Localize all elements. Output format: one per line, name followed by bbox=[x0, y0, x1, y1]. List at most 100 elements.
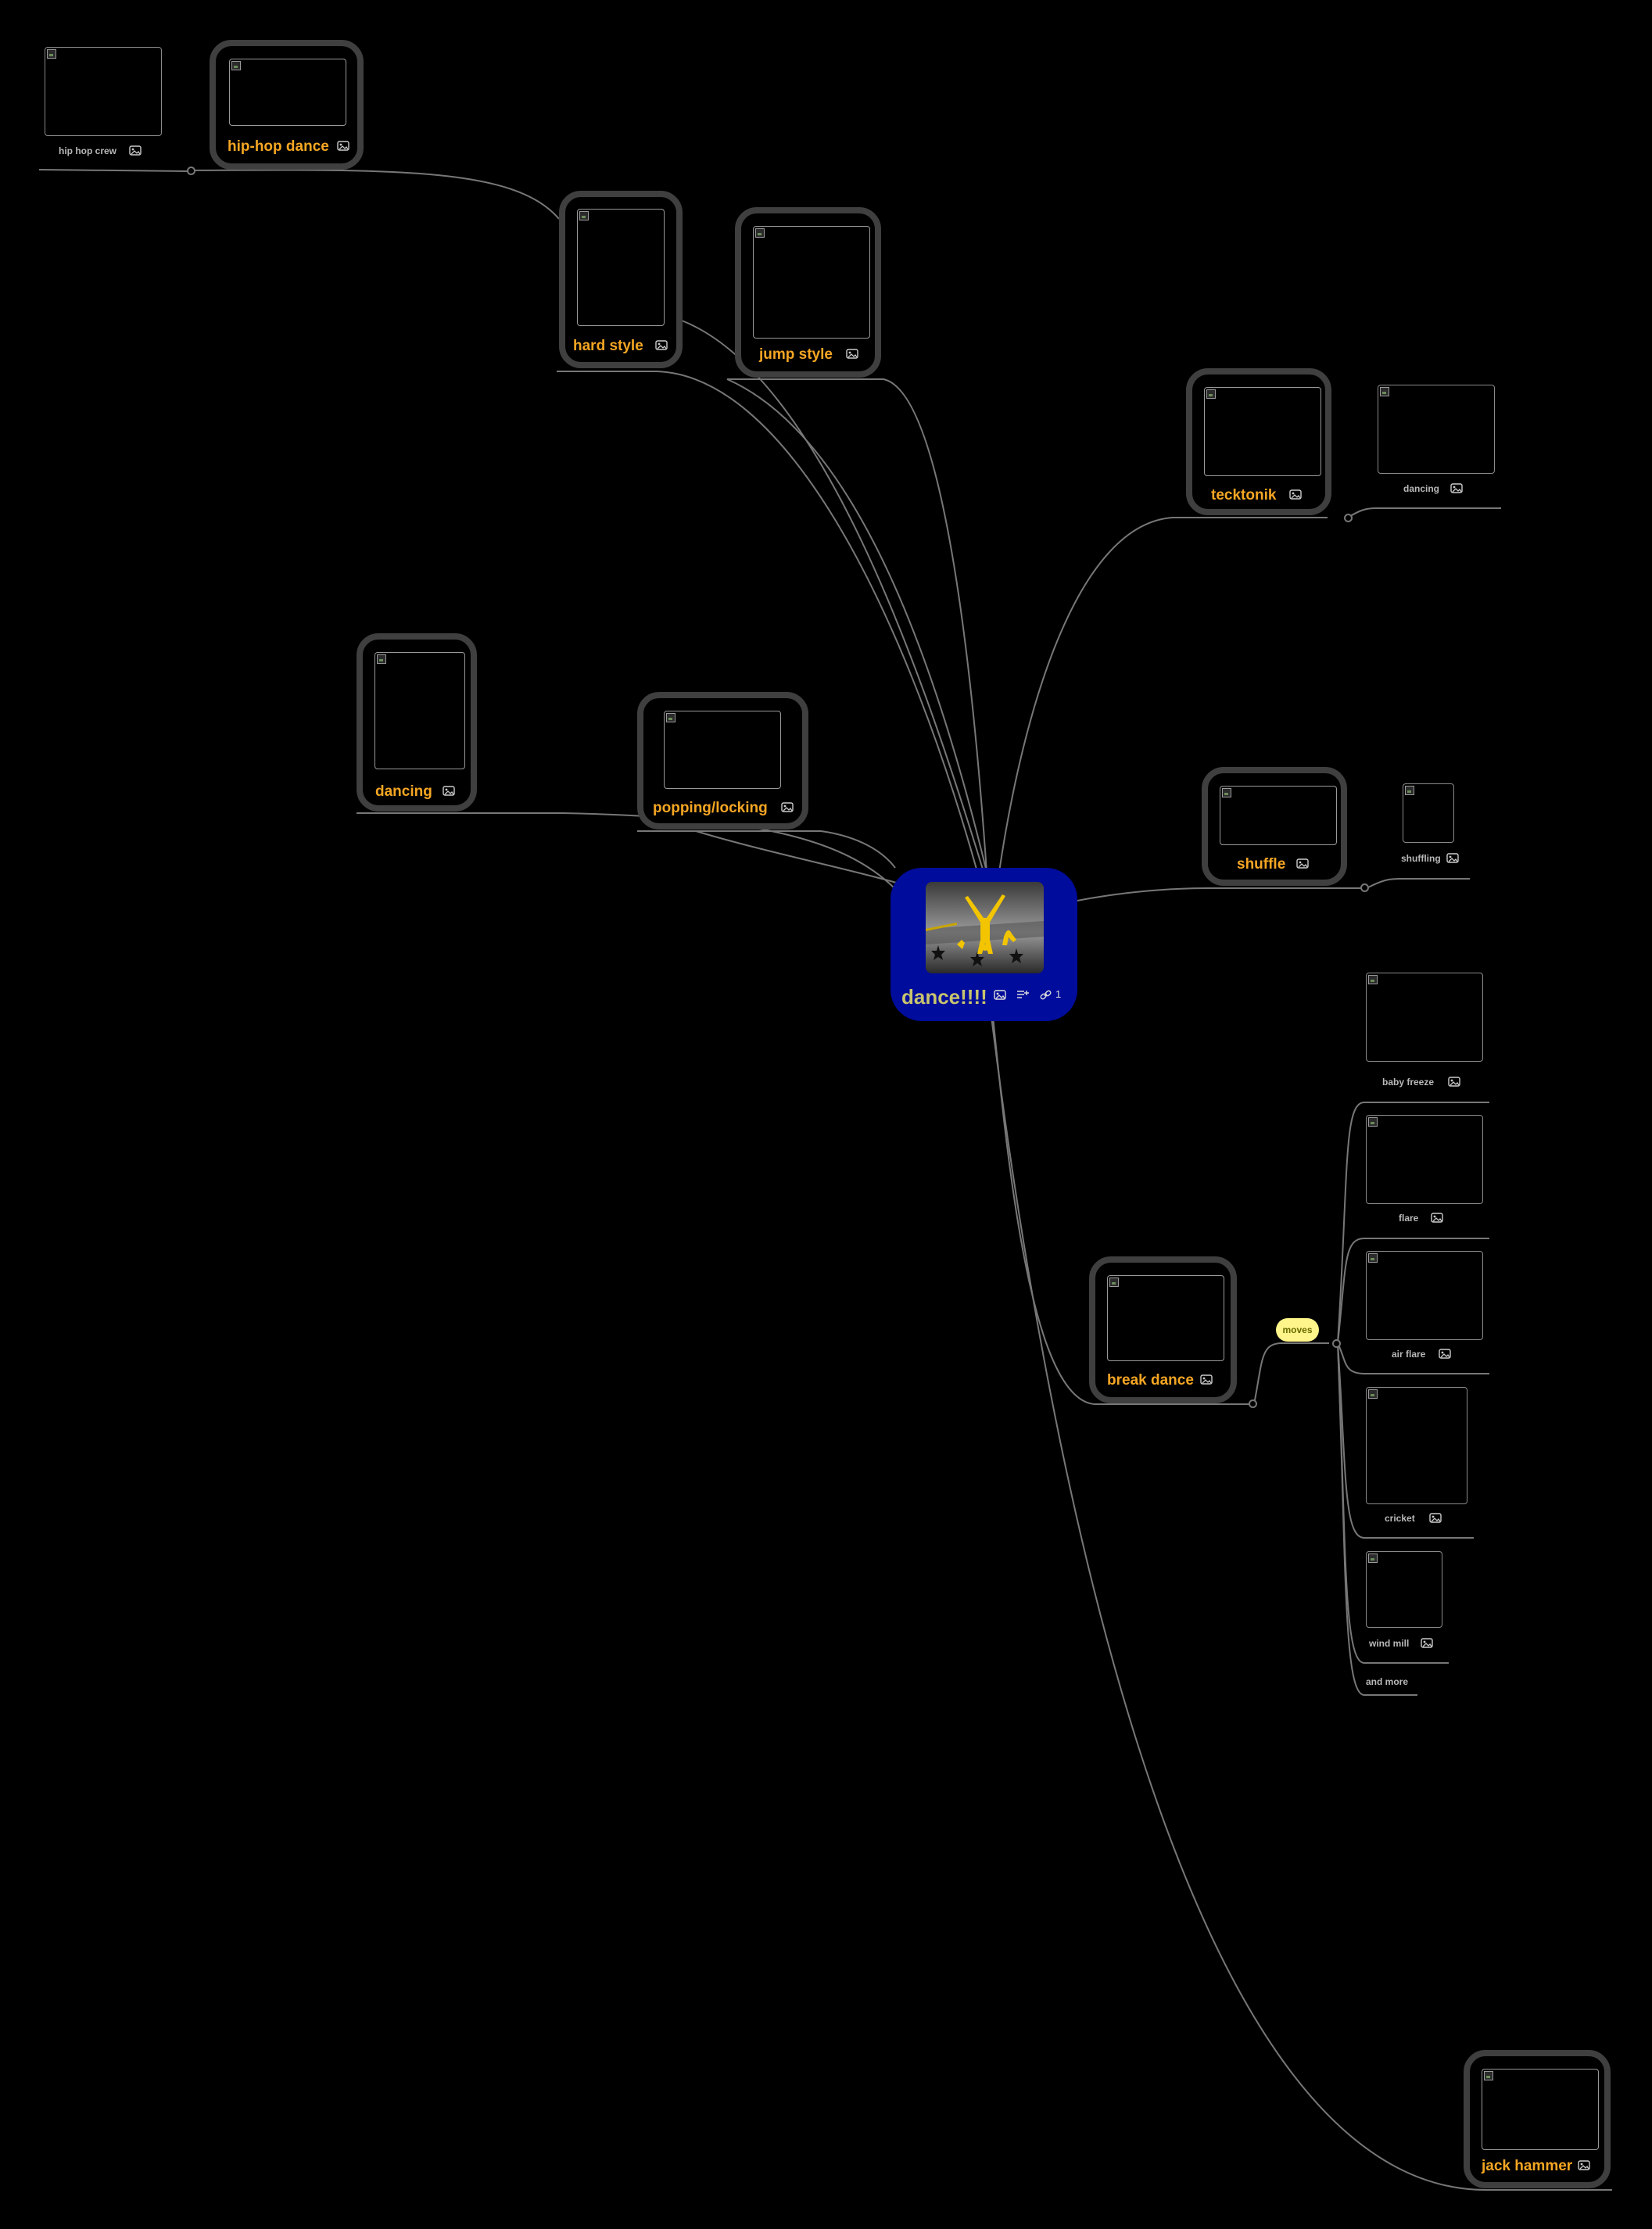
edge-tecktonik bbox=[998, 517, 1328, 873]
link-count: 1 bbox=[1055, 988, 1062, 1000]
topic-image-placeholder bbox=[1220, 786, 1337, 845]
broken-image-icon bbox=[1405, 786, 1414, 795]
topic-label: baby freeze bbox=[1382, 1077, 1435, 1088]
topic-image-placeholder bbox=[229, 59, 346, 126]
edge-jack-hammer bbox=[991, 1016, 1612, 2191]
topic-label: break dance bbox=[1107, 1372, 1194, 1389]
edge-moves-flare bbox=[1337, 1238, 1489, 1344]
broken-image-icon bbox=[1484, 2071, 1493, 2080]
topic-label: flare bbox=[1399, 1213, 1419, 1224]
sub-topic-hip-hop-crew[interactable]: hip hop crew bbox=[43, 45, 168, 163]
collapse-handle-shuffle[interactable] bbox=[1360, 883, 1369, 892]
edge-hiphop-underline bbox=[38, 169, 188, 172]
topic-image-placeholder bbox=[1366, 1387, 1467, 1504]
image-icon bbox=[1439, 1349, 1451, 1359]
link-icon[interactable] bbox=[1040, 990, 1052, 1001]
edge-tecktonik-sub bbox=[1347, 507, 1501, 518]
sub-topic-air-flare[interactable]: air flare bbox=[1364, 1249, 1489, 1371]
broken-image-icon bbox=[231, 61, 241, 70]
topic-jack-hammer[interactable]: jack hammer bbox=[1464, 2050, 1611, 2188]
edge-shuffle-sub bbox=[1367, 878, 1470, 888]
image-icon bbox=[1429, 1513, 1442, 1523]
edge-shuffle bbox=[1077, 887, 1364, 901]
edge-moves-airflare bbox=[1337, 1342, 1489, 1374]
broken-image-icon bbox=[377, 654, 386, 664]
image-icon bbox=[1450, 483, 1463, 493]
topic-image-placeholder bbox=[45, 47, 162, 136]
topic-image-placeholder bbox=[1107, 1275, 1224, 1361]
broken-image-icon bbox=[1368, 1389, 1378, 1399]
central-topic-image bbox=[926, 882, 1044, 973]
image-icon bbox=[1296, 858, 1309, 869]
topic-hard-style[interactable]: hard style bbox=[559, 191, 683, 368]
topic-label: cricket bbox=[1385, 1513, 1415, 1524]
broken-image-icon bbox=[1368, 1117, 1378, 1127]
topic-label: jump style bbox=[759, 346, 833, 363]
central-topic-label: dance!!!! bbox=[901, 985, 987, 1009]
collapse-handle-hiphop[interactable] bbox=[187, 167, 195, 175]
topic-label: jack hammer bbox=[1482, 2158, 1573, 2174]
sub-topic-dancing[interactable]: dancing bbox=[1376, 383, 1501, 504]
topic-label: hip hop crew bbox=[59, 145, 117, 156]
edge-hiphop bbox=[191, 169, 560, 220]
collapse-handle-moves[interactable] bbox=[1332, 1339, 1341, 1348]
image-icon bbox=[337, 141, 349, 151]
topic-image-placeholder bbox=[374, 652, 465, 769]
broken-image-icon bbox=[47, 49, 56, 59]
sub-topic-flare[interactable]: flare bbox=[1364, 1113, 1489, 1235]
image-icon bbox=[443, 786, 455, 796]
topic-image-placeholder bbox=[1366, 1551, 1442, 1628]
topic-label: and more bbox=[1366, 1676, 1409, 1687]
edge-jump-style bbox=[726, 378, 987, 873]
topic-label: air flare bbox=[1392, 1349, 1426, 1360]
image-icon bbox=[1448, 1077, 1460, 1087]
topic-label: dancing bbox=[1403, 483, 1440, 494]
topic-image-placeholder bbox=[577, 209, 665, 326]
image-icon bbox=[781, 802, 794, 812]
topic-image-placeholder bbox=[753, 226, 870, 339]
topic-dancing[interactable]: dancing bbox=[357, 633, 477, 812]
sub-topic-shuffling[interactable]: shuffling bbox=[1401, 780, 1479, 874]
collapse-handle-break-dance[interactable] bbox=[1249, 1399, 1257, 1408]
broken-image-icon bbox=[579, 211, 589, 220]
broken-image-icon bbox=[1380, 387, 1389, 396]
broken-image-icon bbox=[755, 228, 765, 238]
sub-topic-cricket[interactable]: cricket bbox=[1364, 1385, 1474, 1534]
topic-jump-style[interactable]: jump style bbox=[735, 207, 881, 378]
topic-label: popping/locking bbox=[653, 800, 768, 816]
topic-label: dancing bbox=[375, 783, 432, 800]
collapse-handle-tecktonik[interactable] bbox=[1344, 514, 1353, 522]
edge-moves-baby bbox=[1337, 1102, 1489, 1344]
central-topic-dance[interactable]: dance!!!! 1 bbox=[891, 868, 1077, 1021]
topic-break-dance[interactable]: break dance bbox=[1089, 1256, 1237, 1403]
sub-topic-and-more[interactable]: and more bbox=[1364, 1673, 1419, 1692]
sub-topic-baby-freeze[interactable]: baby freeze bbox=[1364, 971, 1489, 1096]
broken-image-icon bbox=[1368, 1253, 1378, 1263]
topic-hip-hop-dance[interactable]: hip-hop dance bbox=[210, 40, 364, 170]
sub-topic-wind-mill[interactable]: wind mill bbox=[1364, 1550, 1450, 1659]
broken-image-icon bbox=[1222, 788, 1231, 797]
image-icon bbox=[1446, 853, 1459, 863]
broken-image-icon bbox=[1206, 389, 1216, 399]
edge-hard-style-underline bbox=[557, 371, 978, 873]
edge-break-to-moves bbox=[1253, 1342, 1329, 1405]
image-icon bbox=[1431, 1213, 1443, 1223]
broken-image-icon bbox=[1368, 1553, 1378, 1563]
topic-shuffle[interactable]: shuffle bbox=[1202, 767, 1347, 886]
image-icon bbox=[129, 145, 142, 156]
image-icon bbox=[1289, 489, 1302, 500]
topic-image-placeholder bbox=[1366, 1115, 1483, 1204]
notes-icon[interactable] bbox=[1016, 990, 1029, 1000]
topic-label: hip-hop dance bbox=[228, 138, 329, 155]
topic-popping-locking[interactable]: popping/locking bbox=[637, 692, 808, 830]
topic-image-placeholder bbox=[1403, 783, 1454, 843]
topic-image-placeholder bbox=[1204, 387, 1321, 476]
image-icon bbox=[655, 340, 668, 350]
topic-image-placeholder bbox=[1378, 385, 1495, 474]
image-icon[interactable] bbox=[994, 990, 1006, 1000]
topic-image-placeholder bbox=[1366, 973, 1483, 1062]
topic-tecktonik[interactable]: tecktonik bbox=[1186, 368, 1331, 515]
moves-label-tag[interactable]: moves bbox=[1276, 1318, 1319, 1342]
topic-image-placeholder bbox=[1366, 1251, 1483, 1340]
